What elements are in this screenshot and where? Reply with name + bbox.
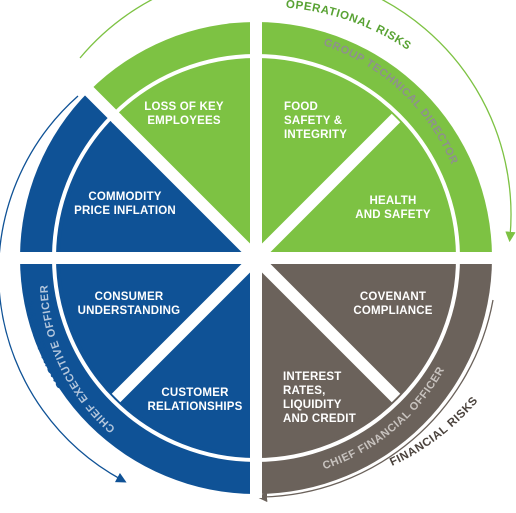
- separator-line: [251, 253, 401, 403]
- segment-health-and-safety: [256, 119, 452, 258]
- label-line: RATES,: [283, 385, 326, 397]
- separator-line: [111, 253, 261, 403]
- label-line: PRICE INFLATION: [74, 205, 176, 217]
- label-line: COMMODITY: [88, 191, 161, 203]
- label-line: INTEGRITY: [284, 129, 347, 141]
- label-commodity-price-inflation: COMMODITY PRICE INFLATION: [74, 191, 176, 217]
- label-line: CUSTOMER: [161, 387, 229, 399]
- segment-consumer-understanding: [60, 258, 256, 397]
- label-line: AND SAFETY: [355, 209, 431, 221]
- label-line: LOSS OF KEY: [144, 101, 224, 113]
- label-line: HEALTH: [370, 195, 417, 207]
- label-line: CONSUMER: [95, 291, 164, 303]
- label-line: SAFETY &: [284, 115, 342, 127]
- label-customer-relationships: CUSTOMER RELATIONSHIPS: [147, 387, 242, 413]
- label-line: FOOD: [284, 101, 318, 113]
- label-health-and-safety: HEALTH AND SAFETY: [355, 195, 431, 221]
- separator-line: [82, 84, 122, 124]
- label-interest-rates-liquidity-credit: INTEREST RATES, LIQUIDITY AND CREDIT: [283, 371, 356, 425]
- segment-covenant-compliance: [256, 258, 452, 397]
- label-line: AND CREDIT: [283, 413, 356, 425]
- label-line: COVENANT: [360, 291, 426, 303]
- segment-customer-relationships: [117, 258, 256, 454]
- market-risks-arrow: [0, 95, 127, 483]
- financial-risks-arrow: [256, 299, 494, 503]
- operational-risks-arrow: [79, 0, 516, 243]
- label-line: RELATIONSHIPS: [147, 401, 242, 413]
- segment-commodity-price-inflation: [60, 119, 256, 258]
- label-covenant-compliance: COVENANT COMPLIANCE: [353, 291, 432, 317]
- label-line: EMPLOYEES: [147, 115, 221, 127]
- label-line: COMPLIANCE: [353, 305, 432, 317]
- label-consumer-understanding: CONSUMER UNDERSTANDING: [78, 291, 181, 317]
- segment-food-safety-integrity: [256, 62, 395, 258]
- label-loss-of-key-employees: LOSS OF KEY EMPLOYEES: [144, 101, 224, 127]
- label-line: INTEREST: [283, 371, 341, 383]
- separator-line: [251, 113, 401, 263]
- segment-loss-of-key-employees: [117, 62, 256, 258]
- label-line: UNDERSTANDING: [78, 305, 181, 317]
- label-food-safety-integrity: FOOD SAFETY & INTEGRITY: [284, 101, 347, 141]
- separator-line: [111, 113, 261, 263]
- segment-interest-rates-liquidity-credit: [256, 258, 395, 454]
- label-line: LIQUIDITY: [283, 399, 342, 411]
